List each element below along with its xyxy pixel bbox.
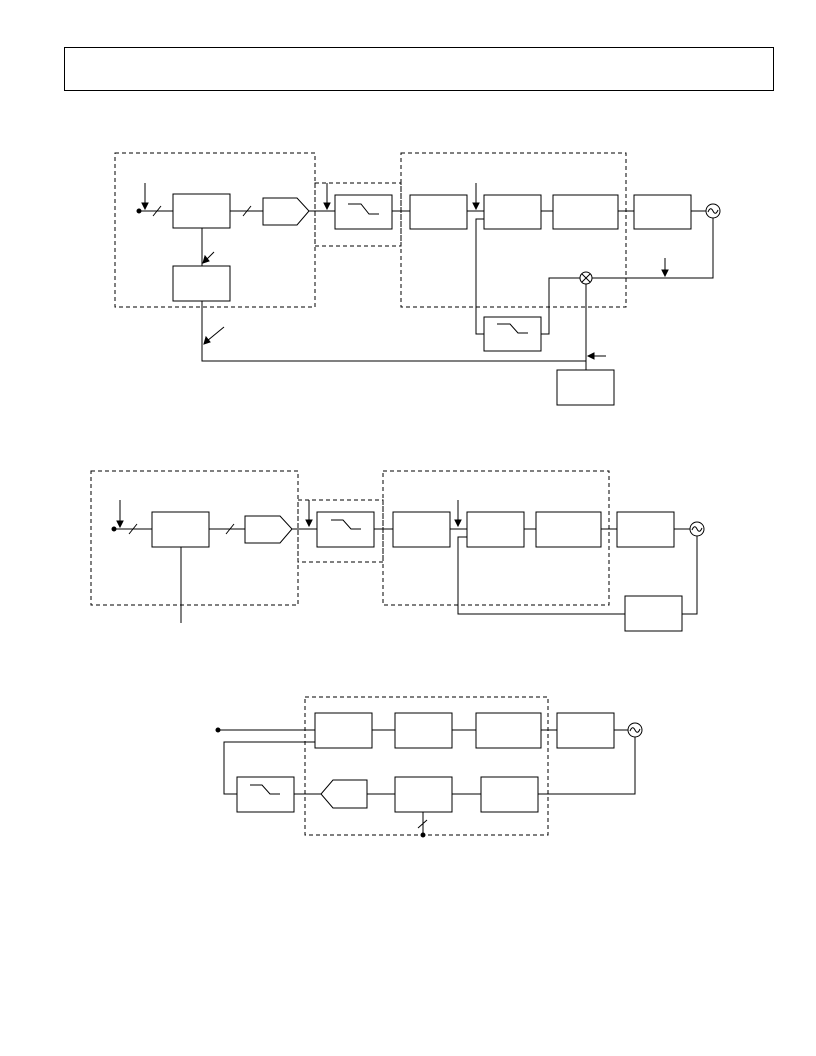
lowpass-filter-icon — [331, 520, 361, 529]
output-node — [421, 833, 425, 837]
arrowhead — [473, 203, 479, 209]
block-3d — [557, 713, 614, 748]
loop-line — [476, 219, 484, 334]
block-3b — [395, 713, 452, 748]
block-2a — [152, 512, 209, 547]
bus-slash — [226, 524, 234, 534]
block-3c — [476, 713, 541, 748]
lowpass-filter-icon — [250, 785, 280, 794]
block-1g — [173, 266, 230, 301]
block-3e — [481, 777, 538, 812]
block-1b — [410, 195, 467, 229]
diagram-1 — [115, 153, 720, 405]
adc-amplifier-icon — [321, 780, 367, 808]
loop-line — [458, 537, 625, 614]
arrowhead — [662, 270, 668, 276]
bus-slash — [153, 206, 161, 216]
block-2e — [617, 512, 674, 547]
sine-wave — [708, 209, 718, 214]
sine-wave — [692, 527, 702, 532]
lowpass-filter-icon — [497, 324, 528, 333]
arrowhead — [204, 337, 210, 344]
dashed-region-filter — [315, 183, 401, 246]
arrowhead — [588, 353, 594, 359]
signal-line — [541, 278, 580, 334]
block-3a — [315, 713, 372, 748]
dashed-region-left — [115, 153, 315, 307]
return-line — [538, 737, 635, 794]
bus-slash — [129, 524, 137, 534]
return-line — [202, 301, 586, 361]
arrowhead — [455, 520, 461, 526]
arrowhead — [306, 520, 312, 526]
dashed-region — [305, 697, 548, 835]
bus-slash — [243, 206, 251, 216]
bus-slash — [418, 820, 427, 828]
block-2c — [467, 512, 524, 547]
block-1c — [484, 195, 541, 229]
control-arrow — [207, 327, 224, 341]
dashed-region-filter — [298, 500, 383, 562]
feedback-line — [682, 536, 697, 614]
feedback-line — [592, 218, 713, 278]
dashed-region-left — [91, 471, 298, 605]
loop-line — [224, 742, 315, 794]
diagram-3 — [216, 697, 642, 837]
dashed-region-right — [383, 471, 609, 605]
page-header-box — [64, 47, 774, 91]
block-1f — [557, 370, 614, 405]
block-2d — [536, 512, 601, 547]
block-1e — [634, 195, 691, 229]
block-2f — [625, 596, 682, 631]
block-1d — [553, 195, 618, 229]
lowpass-filter-block — [484, 317, 541, 351]
dac-amplifier-icon — [263, 198, 309, 225]
block-1a — [173, 194, 230, 228]
arrowhead — [324, 203, 330, 209]
diagram-2 — [91, 471, 704, 631]
lowpass-filter-block — [317, 512, 374, 547]
lowpass-filter-block — [237, 777, 294, 812]
arrowhead — [117, 521, 123, 527]
dac-amplifier-icon — [245, 516, 292, 543]
block-3f — [395, 777, 452, 812]
dashed-region-right — [401, 153, 626, 307]
arrowhead — [203, 256, 209, 263]
block-2b — [393, 512, 450, 547]
sine-wave — [630, 728, 640, 733]
lowpass-filter-block — [335, 195, 392, 229]
mixer-cross — [582, 274, 590, 282]
arrowhead — [142, 203, 148, 209]
lowpass-filter-icon — [348, 204, 379, 214]
